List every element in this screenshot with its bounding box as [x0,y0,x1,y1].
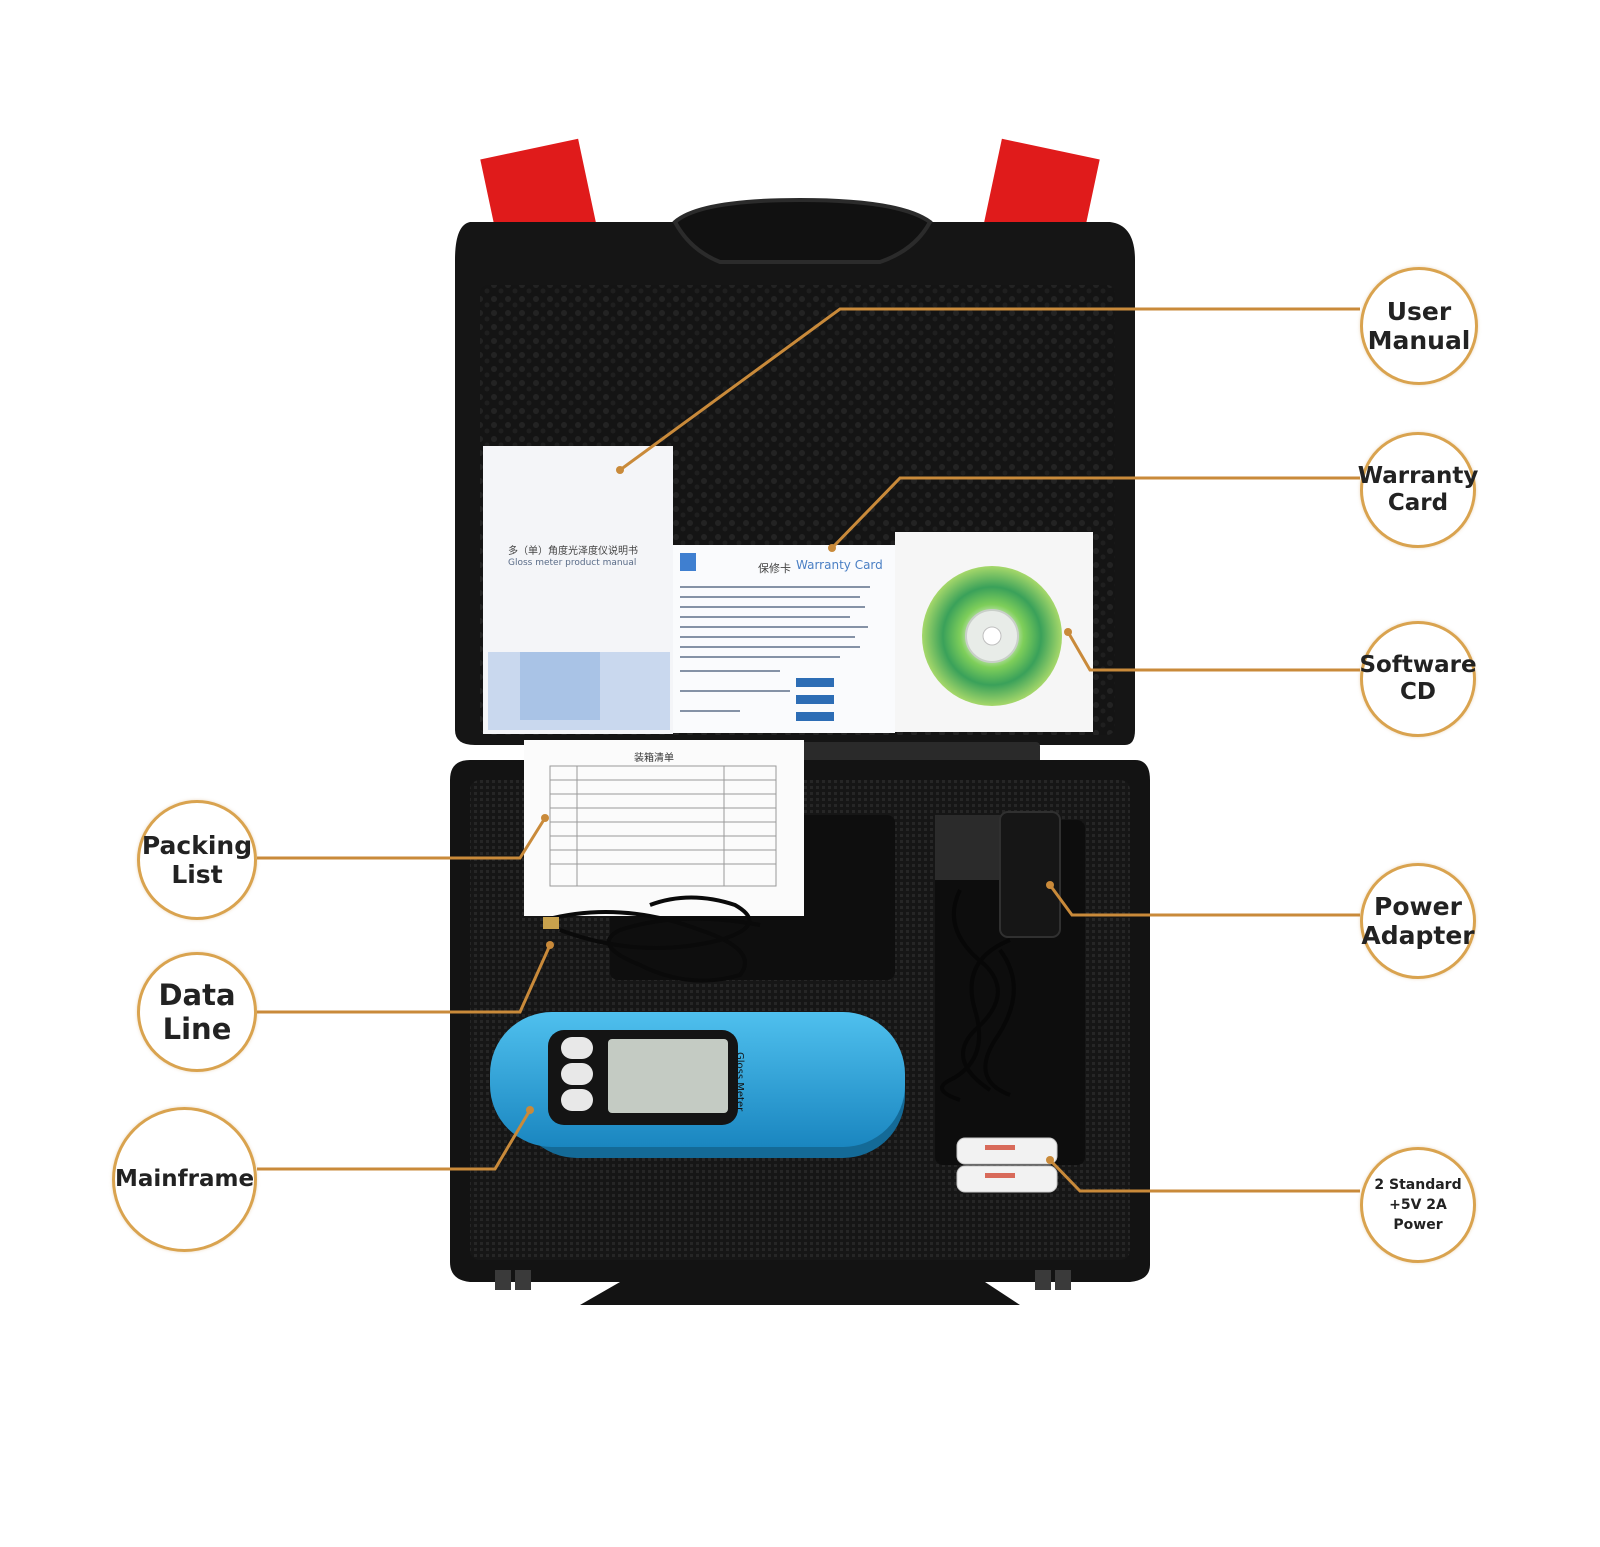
callout-power-adapter-label: Power Adapter [1361,892,1475,950]
callout-user-manual-label: User Manual [1367,297,1471,355]
packing-list-title: 装箱清单 [634,753,674,764]
leader-data-line [257,944,552,1014]
leader-mainframe [257,1109,532,1171]
callout-batteries-label: 2 Standard +5V 2A Power [1374,1177,1462,1233]
callout-batteries: 2 Standard +5V 2A Power [1360,1147,1476,1263]
leader-dot-warranty-card [828,544,836,552]
batteries [956,1137,1058,1193]
callout-warranty-card: Warranty Card [1357,432,1479,548]
power-adapter [935,811,1061,1102]
callout-software-cd: Software CD [1359,621,1477,737]
case-hinge [800,742,1040,764]
callout-user-manual: User Manual [1360,267,1478,385]
manual-title-cn: 多（单）角度光泽度仪说明书 [508,546,638,557]
callout-power-adapter: Power Adapter [1360,863,1476,979]
leader-dot-batteries [1046,1156,1054,1164]
callout-software-cd-label: Software CD [1359,652,1477,705]
callout-warranty-card-label: Warranty Card [1357,463,1479,516]
software-cd [895,532,1093,732]
leader-dot-power-adapter [1046,881,1054,889]
warranty-card [673,545,895,733]
leader-dot-data-line [546,941,554,949]
callout-data-line-label: Data Line [158,978,236,1046]
user-manual-booklet [483,446,673,734]
meter-label: Gloss Meter [734,1052,745,1112]
warranty-title-cn: 保修卡 [758,562,791,575]
callout-mainframe: Mainframe [112,1107,257,1252]
manual-title-en: Gloss meter product manual [508,558,637,568]
leader-warranty-card [830,476,1360,550]
warranty-title-en: Warranty Card [796,558,883,572]
gloss-meter-mainframe [490,1012,905,1158]
leader-batteries [1048,1158,1360,1193]
leader-packing-list [257,817,547,860]
leader-dot-user-manual [616,466,624,474]
callout-packing-list: Packing List [137,800,257,920]
leader-dot-mainframe [526,1106,534,1114]
packing-list-sheet [524,740,804,916]
leader-power-adapter [1048,884,1360,917]
leader-dot-software-cd [1064,628,1072,636]
leader-user-manual [619,307,1360,472]
callout-data-line: Data Line [137,952,257,1072]
callout-packing-list-label: Packing List [141,831,253,889]
leader-dot-packing-list [541,814,549,822]
data-line-cable [543,895,761,983]
callout-mainframe-label: Mainframe [114,1166,255,1192]
leader-software-cd [1066,631,1360,672]
